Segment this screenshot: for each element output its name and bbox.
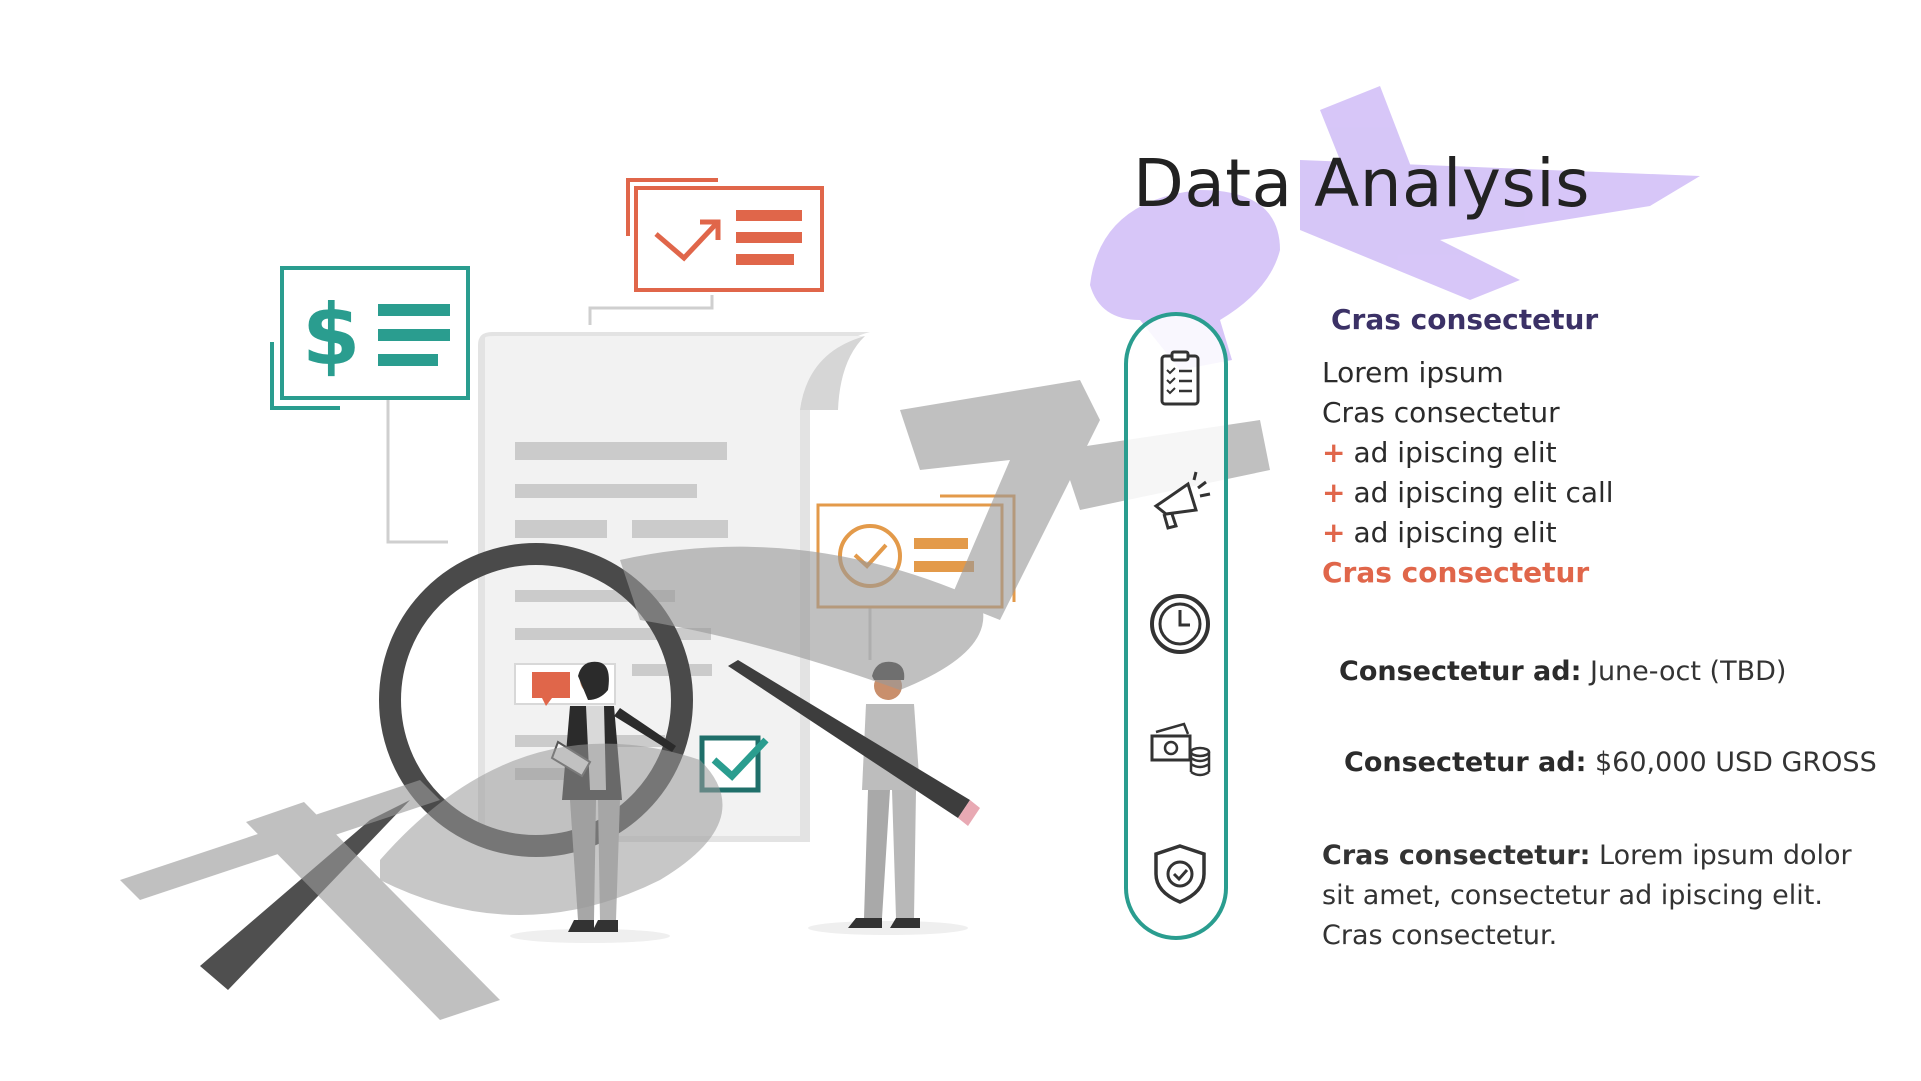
chat-bubble-icon [532,672,570,706]
list-item-plus: +ad ipiscing elit call [1322,473,1614,513]
megaphone-icon [1153,471,1211,530]
clipboard-checklist-icon [1160,350,1200,406]
plus-icon: + [1322,516,1346,549]
budget-info: Consectetur ad: $60,000 USD GROSS [1344,743,1877,783]
date-label: Consectetur ad: [1339,656,1582,687]
plus-icon: + [1322,436,1346,469]
dollar-sign-icon: $ [302,286,360,384]
list-item-label: ad ipiscing elit call [1353,476,1614,509]
shield-check-icon [1154,844,1206,904]
list-item-label: ad ipiscing elit [1353,516,1557,549]
note-label: Cras consectetur: [1322,840,1591,871]
dollar-card: $ [270,266,470,410]
note-text: Lorem ipsum dolor sit amet, consectetur … [1322,840,1852,951]
budget-value: $60,000 USD GROSS [1594,747,1877,778]
clock-icon [1150,594,1210,654]
money-cash-icon [1150,722,1211,777]
trend-arrow-icon [654,219,721,262]
list-item: Lorem ipsum [1322,356,1504,389]
list-item-label: ad ipiscing elit [1353,436,1557,469]
trend-card [626,178,824,292]
page-title: Data Analysis [1133,145,1590,222]
plus-icon: + [1322,476,1346,509]
schedule-card [816,494,1016,609]
checkbox-icon [699,735,769,793]
date-value: June-oct (TBD) [1589,656,1787,687]
note-paragraph: Cras consectetur: Lorem ipsum dolor sit … [1322,836,1862,956]
budget-label: Consectetur ad: [1344,747,1587,778]
list-heading: Cras consectetur [1331,303,1599,336]
list-item: Cras consectetur [1322,396,1560,429]
list-item-plus: +ad ipiscing elit [1322,433,1557,473]
date-info: Consectetur ad: June-oct (TBD) [1339,652,1786,692]
list-highlight: Cras consectetur [1322,556,1590,589]
list-item-plus: +ad ipiscing elit [1322,513,1557,553]
man-figure [728,660,980,935]
pencil-icon [728,660,970,818]
timeline-pill [1124,312,1228,940]
